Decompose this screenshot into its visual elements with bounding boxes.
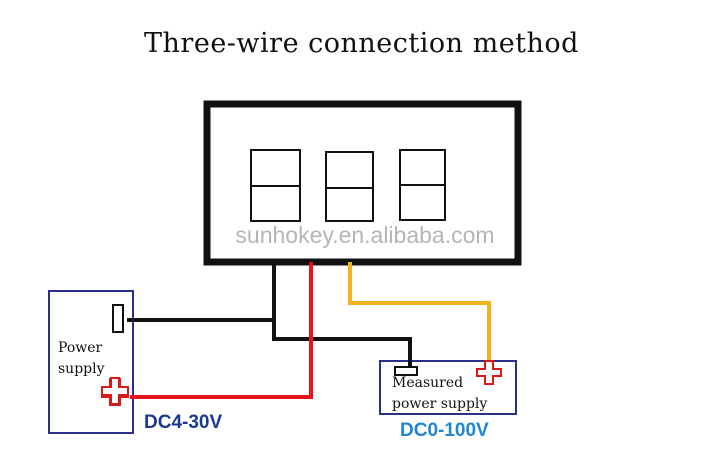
- power-supply-label-line2: supply: [58, 361, 105, 377]
- red-wire: [130, 262, 313, 399]
- voltmeter-body: [203, 100, 522, 266]
- digit-2: [325, 151, 374, 222]
- digit-3: [399, 149, 446, 221]
- plus-terminal-icon-outline: [101, 377, 129, 405]
- digit-1: [250, 149, 301, 222]
- power-supply-voltage: DC4-30V: [144, 412, 223, 433]
- measured-supply-label-line2: power supply: [392, 396, 488, 412]
- watermark: sunhokey.en.alibaba.com: [235, 222, 495, 248]
- yellow-wire: [348, 262, 491, 366]
- power-supply-label-line1: Power: [58, 340, 103, 356]
- measured-supply-voltage: DC0-100V: [400, 420, 489, 441]
- minus-terminal-icon: [112, 304, 124, 333]
- diagram-title: Three-wire connection method: [144, 28, 579, 59]
- measured-supply-label-line1: Measured: [392, 375, 464, 391]
- black-wire: [127, 262, 276, 322]
- plus-terminal-icon: [476, 360, 502, 385]
- minus-terminal-icon: [394, 366, 418, 376]
- black-wire-branch: [272, 320, 412, 368]
